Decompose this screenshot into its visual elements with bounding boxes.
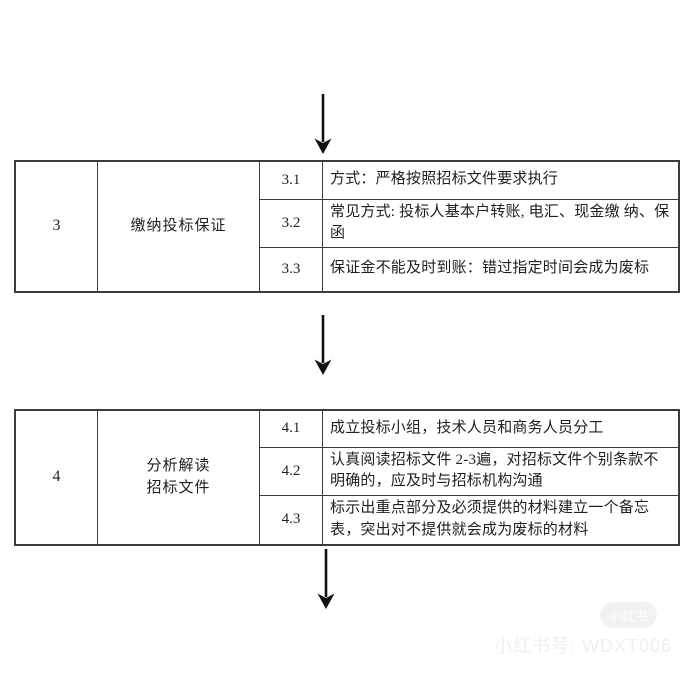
step-4-table: 4 分析解读 招标文件 4.1 成立投标小组，技术人员和商务人员分工 4.2 认…	[14, 409, 680, 546]
substep-code: 3.1	[259, 160, 323, 200]
flow-down-arrow-icon	[313, 547, 339, 611]
step-number: 3	[14, 160, 98, 292]
step-title: 缴纳投标保证	[97, 160, 260, 292]
substep-description: 成立投标小组，技术人员和商务人员分工	[322, 409, 680, 448]
substep-code: 4.2	[259, 446, 323, 496]
watermark-account-text: 小红书号: WDXT006	[494, 636, 673, 656]
substep-description: 保证金不能及时到账：错过指定时间会成为废标	[322, 247, 680, 292]
substep-code: 3.2	[259, 198, 323, 248]
step-title: 分析解读 招标文件	[97, 409, 260, 545]
step-number: 4	[14, 409, 98, 545]
step-3-table: 3 缴纳投标保证 3.1 方式：严格按照招标文件要求执行 3.2 常见方式: 投…	[14, 160, 680, 293]
flow-down-arrow-icon	[310, 92, 336, 156]
substep-code: 4.3	[259, 495, 323, 545]
substep-description: 常见方式: 投标人基本户转账, 电汇、现金缴 纳、保函	[322, 198, 680, 248]
substep-description: 标示出重点部分及必须提供的材料建立一个备忘表，突出对不提供就会成为废标的材料	[322, 495, 680, 545]
xiaohongshu-logo-badge: 小红书	[600, 602, 657, 628]
substep-code: 4.1	[259, 409, 323, 448]
substep-description: 方式：严格按照招标文件要求执行	[322, 160, 680, 200]
flow-down-arrow-icon	[310, 313, 336, 377]
substep-description: 认真阅读招标文件 2-3遍，对招标文件个别条款不明确的，应及时与招标机构沟通	[322, 446, 680, 496]
substep-code: 3.3	[259, 247, 323, 292]
